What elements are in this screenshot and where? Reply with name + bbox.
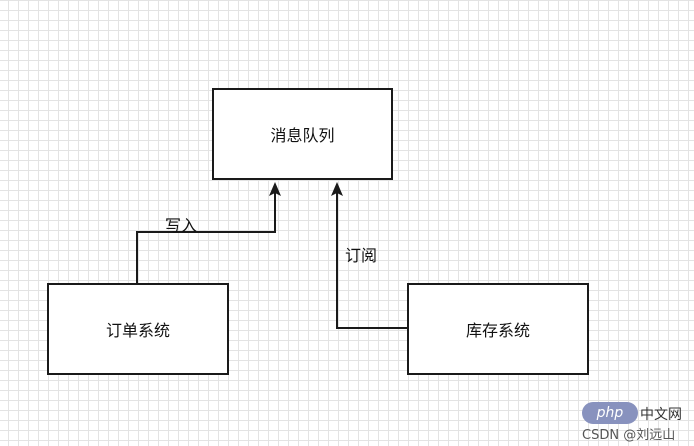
- inventory-system-node[interactable]: 库存系统: [407, 283, 589, 375]
- edge-write-arrowhead: [269, 182, 281, 196]
- edge-subscribe-label: 订阅: [345, 246, 378, 265]
- edge-subscribe-connector: [336, 192, 407, 329]
- watermark-credit: CSDN @刘远山: [582, 428, 676, 443]
- order-system-node[interactable]: 订单系统: [47, 283, 229, 375]
- php-logo-icon: php: [582, 402, 638, 424]
- order-system-label: 订单系统: [105, 321, 170, 340]
- edge-subscribe-arrowhead: [331, 182, 343, 196]
- watermark-site-name: 中文网: [640, 407, 682, 423]
- watermark: php 中文网 CSDN @刘远山: [582, 402, 690, 443]
- message-queue-node[interactable]: 消息队列: [212, 88, 393, 180]
- message-queue-label: 消息队列: [270, 126, 335, 145]
- inventory-system-label: 库存系统: [465, 321, 530, 340]
- edge-write-connector: [136, 192, 276, 283]
- edge-write-label: 写入: [165, 216, 198, 235]
